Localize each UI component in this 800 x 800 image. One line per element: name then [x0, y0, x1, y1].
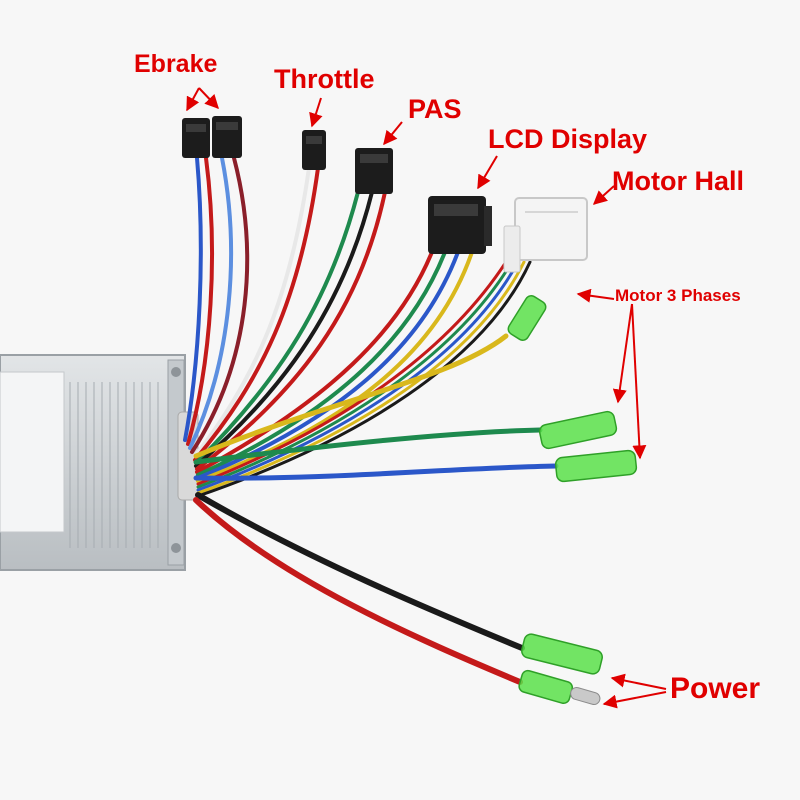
lcd-display-arrow: [477, 155, 498, 190]
throttle-connector: [302, 130, 326, 170]
ebrake-connectors: [182, 116, 242, 158]
phase-terminals: [507, 295, 638, 483]
housing-screw: [171, 367, 181, 377]
label-throttle: Throttle: [274, 64, 375, 94]
motor-hall-arrow: [592, 185, 615, 205]
label-ebrake: Ebrake: [134, 50, 218, 78]
controller-housing: [0, 354, 199, 571]
housing-label-plate: [0, 371, 65, 533]
power-arrow-1: [610, 673, 667, 690]
power-terminals: [518, 633, 603, 706]
label-motor-hall: Motor Hall: [612, 166, 744, 196]
housing-screw: [171, 543, 181, 553]
power-and-phase-wires: [193, 333, 559, 685]
phase-arrow-1: [576, 288, 615, 303]
label-pas: PAS: [408, 94, 462, 124]
label-lcd-display: LCD Display: [488, 124, 648, 154]
housing-fins: [69, 382, 159, 548]
ebrake-arrow-right: [198, 87, 219, 110]
pas-arrow: [383, 121, 403, 146]
pas-connector: [355, 148, 393, 194]
label-power: Power: [670, 672, 761, 705]
ebrake-arrow-left: [186, 87, 200, 112]
motor-hall-connector: [503, 197, 588, 273]
power-arrow-2: [602, 691, 667, 709]
phase-arrow-3: [631, 303, 647, 460]
callout-arrows: [186, 87, 667, 709]
throttle-arrow: [309, 97, 323, 128]
label-motor-3-phases: Motor 3 Phases: [615, 286, 741, 305]
phase-arrow-2: [612, 303, 633, 404]
lcd-display-connector: [428, 196, 492, 254]
